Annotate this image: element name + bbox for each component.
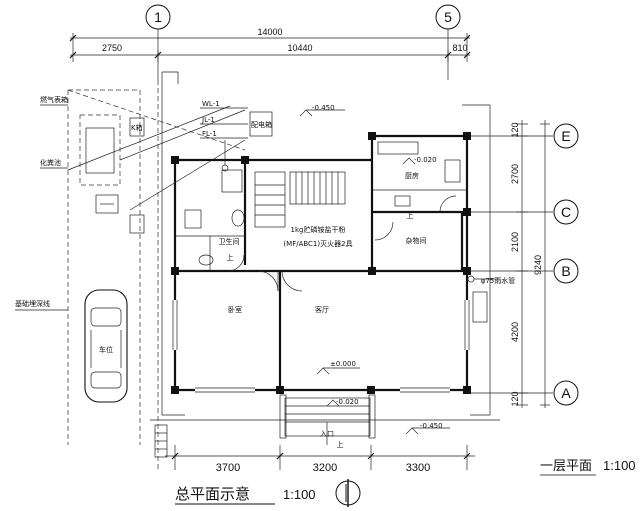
bottom-dimensions: 3700 3200 3300 — [165, 445, 475, 474]
grid-axis-c: C — [470, 199, 579, 225]
dim-top-total: 14000 — [257, 27, 282, 37]
kitchen-fixtures — [377, 141, 461, 207]
level-outside: -0.450 — [420, 422, 443, 430]
dim-bottom-3: 3300 — [406, 462, 430, 474]
pipe-tags: WL-1 JL-1 FL-1 — [200, 100, 248, 172]
pipe-tag-2: JL-1 — [201, 116, 215, 124]
dim-right-seg-5: 120 — [510, 391, 520, 406]
caption-main: 总平面示意 1:100 — [175, 479, 361, 507]
top-dimensions: 14000 2750 10440 810 — [69, 27, 471, 62]
label-box-2: K箱 — [131, 123, 143, 132]
dim-bottom-2: 3200 — [313, 462, 337, 474]
dim-bottom-1: 3700 — [216, 462, 240, 474]
label-extinguisher-1: 1kg贮磷铵盐干粉 — [291, 225, 346, 234]
level-living: ±0.000 — [330, 360, 356, 368]
label-toilet-up: 上 — [227, 253, 234, 262]
room-labels: 厨房 杂物间 卧室 客厅 卫生间 1kg贮磷铵盐干粉 (MF/ABC1)灭火器2… — [219, 171, 516, 449]
building-walls — [171, 132, 471, 394]
dim-top-left: 2750 — [102, 43, 122, 53]
level-kitchen: -0.020 — [414, 156, 437, 164]
label-left-3: 基础埋深线 — [15, 299, 50, 308]
label-bedroom: 卧室 — [228, 305, 242, 314]
north-arrow-icon — [335, 479, 361, 507]
grid-label-a: A — [561, 385, 571, 401]
level-upper-left: -0.450 — [312, 104, 335, 112]
label-living: 客厅 — [315, 305, 329, 314]
caption-main-title: 总平面示意 — [175, 485, 250, 503]
label-left-1: 燃气表箱 — [40, 95, 68, 104]
dim-right-seg-2: 2700 — [510, 164, 520, 184]
left-site-area: 燃气表箱 化粪池 基础埋深线 车位 K箱 配电箱 — [15, 89, 273, 458]
toilet-fixtures — [184, 169, 245, 266]
label-entrance: 入口 — [320, 430, 334, 438]
dim-top-mid: 10440 — [287, 43, 312, 53]
caption-floor-title: 一层平面 — [540, 459, 592, 474]
dim-right-total: 9240 — [533, 255, 543, 275]
level-markers: -0.450 -0.020 ±0.000 -0.020 -0.450 — [299, 104, 450, 435]
grid-label-c: C — [561, 204, 571, 220]
label-kitchen-up: 上 — [407, 211, 414, 220]
grid-axis-e: E — [470, 123, 579, 149]
windows — [172, 300, 470, 393]
label-storage: 杂物间 — [406, 236, 427, 245]
dim-right-seg-4: 4200 — [510, 322, 520, 342]
label-kitchen: 厨房 — [405, 171, 419, 180]
grid-axis-b: B — [470, 258, 579, 284]
pipe-tag-1: WL-1 — [202, 100, 220, 108]
pipe-tag-3: FL-1 — [202, 130, 217, 138]
grid-label-1: 1 — [154, 9, 162, 25]
label-box-1: 配电箱 — [251, 120, 272, 129]
dim-right-seg-1: 120 — [510, 122, 520, 137]
car-icon — [84, 289, 128, 403]
right-dimensions: 120 2700 2100 4200 120 9240 — [510, 120, 550, 408]
drain-marker — [467, 275, 500, 323]
label-toilet: 卫生间 — [219, 237, 240, 246]
dim-top-right: 810 — [452, 43, 467, 53]
entrance-steps — [279, 394, 376, 445]
staircase — [254, 171, 346, 228]
level-entry: -0.020 — [336, 398, 359, 406]
dim-right-seg-3: 2100 — [510, 232, 520, 252]
label-extinguisher-2: (MF/ABC1)灭火器2具 — [283, 240, 352, 248]
doors — [227, 195, 457, 292]
site-boundary — [150, 71, 500, 421]
grid-label-b: B — [561, 263, 570, 279]
grid-label-5: 5 — [444, 9, 452, 25]
label-drain: φ75雨水管 — [481, 276, 516, 285]
label-left-2: 化粪池 — [40, 158, 61, 167]
grid-label-e: E — [561, 128, 570, 144]
caption-main-scale: 1:100 — [283, 487, 316, 502]
grid-axis-a: A — [470, 380, 579, 406]
label-up: 上 — [337, 440, 344, 449]
caption-floor-scale: 1:100 — [603, 458, 636, 473]
grid-axis-1: 1 — [145, 4, 171, 470]
label-car: 车位 — [99, 345, 113, 354]
caption-floor: 一层平面 1:100 — [540, 458, 636, 476]
